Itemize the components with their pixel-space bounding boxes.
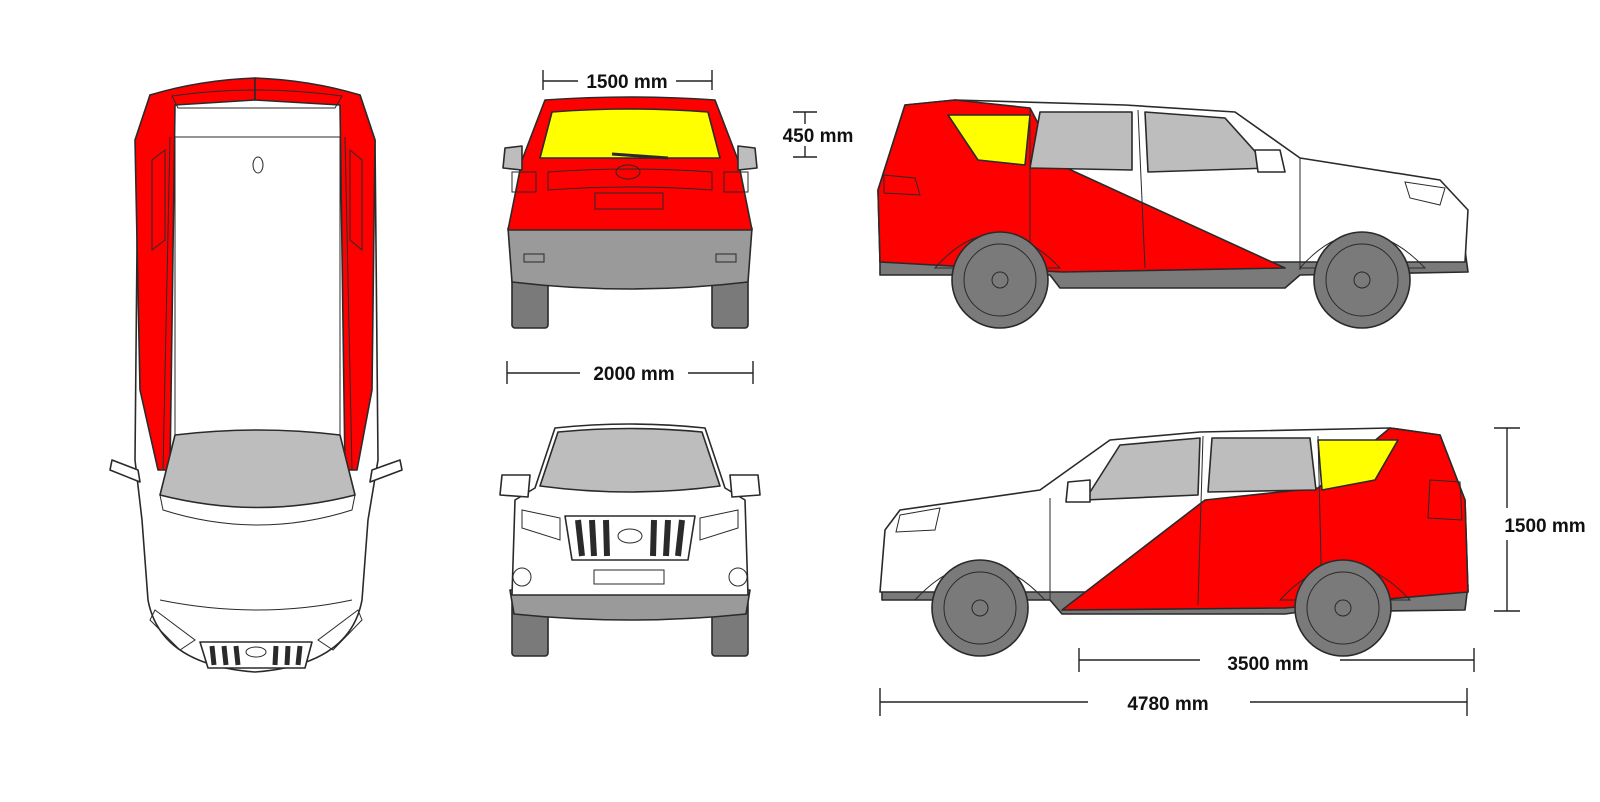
dim-rear-window-height: 450 mm	[783, 111, 854, 158]
side-lower-front-wheel	[931, 559, 1029, 657]
dim-rear-window-width: 1500 mm	[542, 70, 713, 93]
dim-overall-height: 1500 mm	[1494, 427, 1586, 612]
top-red-right	[254, 77, 376, 471]
top-windshield	[159, 429, 356, 509]
dim-label: 1500 mm	[1504, 516, 1585, 537]
side-upper-front-wheel	[1313, 231, 1411, 329]
front-view	[499, 423, 761, 657]
front-grille	[564, 515, 696, 561]
top-yellow-rear	[171, 89, 343, 109]
side-lower-rear-wheel	[1294, 559, 1392, 657]
rear-view	[502, 96, 758, 329]
rear-yellow-window	[539, 108, 721, 159]
side-upper-yellow	[947, 114, 1031, 166]
top-grille	[199, 641, 313, 669]
dim-overall-width: 2000 mm	[506, 361, 754, 385]
dim-label: 4780 mm	[1127, 694, 1208, 715]
front-windshield	[539, 427, 721, 493]
dim-label: 1500 mm	[586, 72, 667, 93]
dim-label: 3500 mm	[1227, 654, 1308, 675]
dim-wheelbase: 3500 mm	[1078, 648, 1475, 675]
top-yellow-left	[151, 148, 166, 252]
side-lower-yellow	[1317, 439, 1399, 491]
dim-label: 450 mm	[783, 126, 854, 147]
top-view	[109, 77, 403, 673]
dim-label: 2000 mm	[593, 364, 674, 385]
side-upper-rear-wheel	[951, 231, 1049, 329]
top-yellow-right	[349, 148, 363, 252]
side-view-left	[877, 99, 1469, 329]
dim-overall-length: 4780 mm	[879, 688, 1468, 716]
side-view-right	[879, 427, 1469, 657]
